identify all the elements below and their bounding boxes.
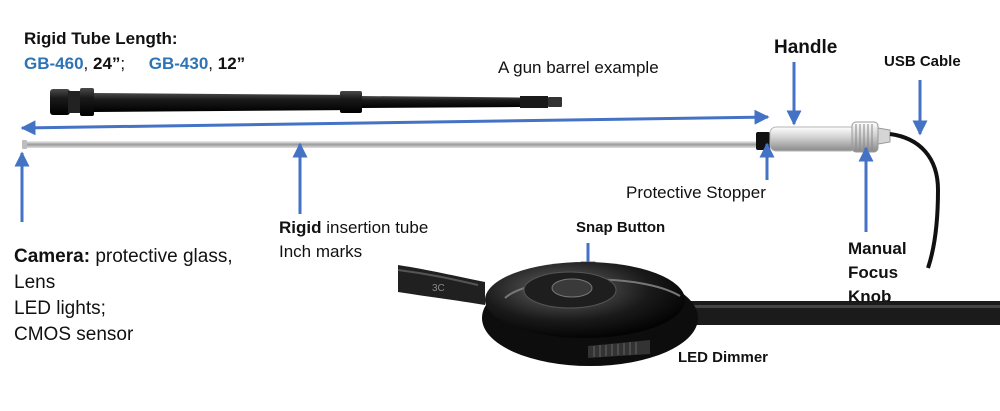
length-arrow	[20, 109, 770, 136]
rigid-rest: insertion tube	[321, 218, 429, 237]
model-a-length: 24”	[92, 54, 121, 73]
focus-line-knob: Knob	[848, 287, 892, 306]
controller-inset: 3C	[397, 262, 1000, 366]
handle-label: Handle	[774, 37, 838, 58]
camera-rest: protective glass,	[90, 246, 233, 267]
camera-bold: Camera:	[14, 246, 91, 267]
camera-line-lens: Lens	[14, 272, 56, 293]
model-line: GB-460, 24”; GB-430, 12”	[24, 52, 245, 76]
snap-button-label: Snap Button	[576, 219, 666, 236]
focus-line-focus: Focus	[848, 263, 899, 282]
cable-print: 3C	[432, 283, 445, 294]
barrel-label: A gun barrel example	[498, 58, 659, 77]
led-dimmer-label: LED Dimmer	[678, 349, 769, 366]
model-sep-1: ,	[83, 54, 93, 73]
model-b-length: 12”	[217, 54, 246, 73]
handle-assembly	[756, 121, 941, 269]
protective-stopper-label: Protective Stopper	[626, 183, 766, 202]
camera-line-led: LED lights;	[14, 298, 106, 319]
camera-line-cmos: CMOS sensor	[14, 324, 134, 345]
rigid-tube	[22, 140, 760, 149]
rigid-bold: Rigid	[279, 218, 322, 237]
usb-cable-label: USB Cable	[884, 53, 961, 70]
inch-marks-label: Inch marks	[279, 242, 363, 261]
gun-barrel	[50, 88, 562, 116]
focus-line-manual: Manual	[848, 239, 907, 258]
model-b: GB-430	[148, 54, 209, 73]
tube-length-heading: Rigid Tube Length:	[24, 29, 178, 48]
model-a: GB-460	[24, 54, 84, 73]
rigid-tube-label: Rigid insertion tube	[279, 216, 428, 240]
model-sep-2: ;	[120, 54, 149, 73]
model-sep-3: ,	[208, 54, 218, 73]
camera-label: Camera: protective glass,	[14, 244, 233, 269]
